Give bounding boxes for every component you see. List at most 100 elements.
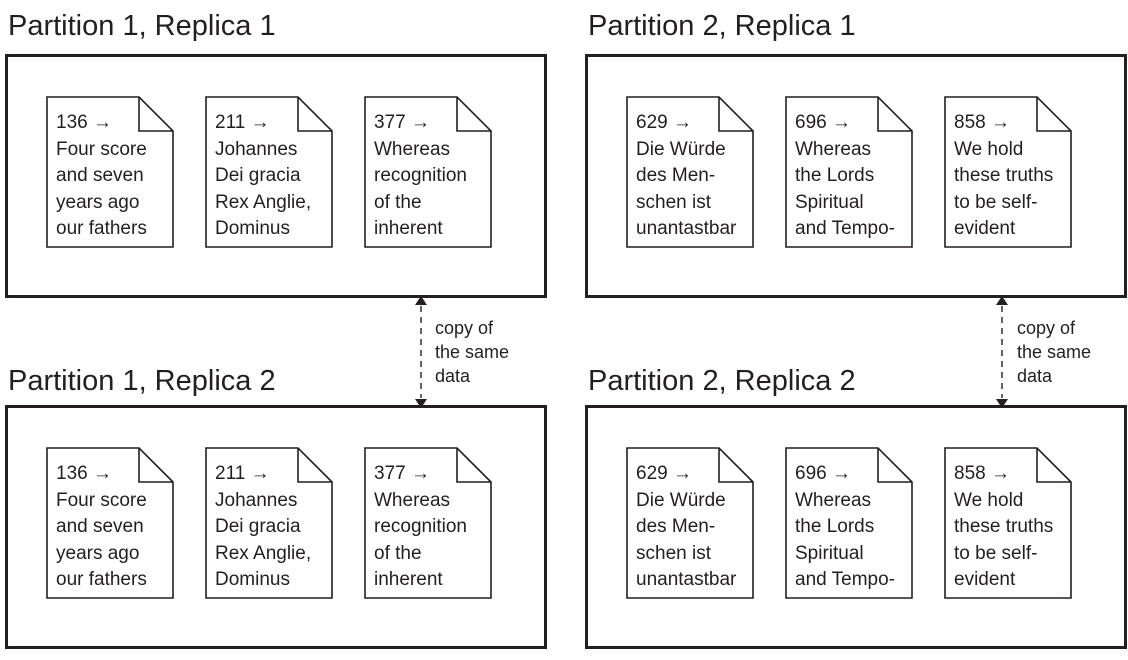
document-line: inherent [374,569,443,590]
document: 858 → We hold these truths to be self- e… [944,447,1072,599]
document-icon [364,96,492,248]
document: 136 → Four score and seven years ago our… [46,447,174,599]
document-icon [364,447,492,599]
document-line: Dei gracia [215,165,301,186]
document-line: of the [374,191,422,213]
document-line: evident [954,218,1016,239]
document-icon [46,447,174,599]
document-line: schen ist [636,191,711,213]
document: 136 → Four score and seven years ago our… [46,96,174,248]
replica-box: 136 → Four score and seven years ago our… [5,54,547,298]
document-key: 136 → [56,112,112,133]
document-line: the Lords [795,165,875,186]
document-line: to be self- [954,542,1038,564]
document-line: these truths [954,516,1054,537]
replica-box: 136 → Four score and seven years ago our… [5,405,547,649]
replica-title: Partition 1, Replica 2 [8,365,276,397]
copy-note-line: data [435,366,471,386]
document-line: recognition [374,516,467,537]
document-line: Dominus [215,569,290,590]
copy-arrow-icon [415,296,427,408]
document: 629 → Die Würde des Men- schen ist unant… [626,96,754,248]
document-line: des Men- [636,165,716,186]
document-line: evident [954,569,1016,590]
document-line: Four score [56,489,147,511]
document-key: 211 → [215,112,270,133]
document-line: and Tempo- [795,569,895,590]
document-icon [785,447,913,599]
document-line: Dominus [215,218,290,239]
document-line: schen ist [636,542,711,564]
document-line: inherent [374,218,443,239]
document-line: unantastbar [636,569,737,590]
document-key: 211 → [215,463,270,484]
document: 696 → Whereas the Lords Spiritual and Te… [785,96,913,248]
document: 211 → Johannes Dei gracia Rex Anglie, Do… [205,96,333,248]
replica-box: 629 → Die Würde des Men- schen ist unant… [585,405,1127,649]
document-line: Spiritual [795,542,864,564]
document-key: 696 → [795,463,851,484]
document-line: Spiritual [795,191,864,213]
copy-note-line: the same [435,342,510,362]
document: 211 → Johannes Dei gracia Rex Anglie, Do… [205,447,333,599]
document-icon [944,447,1072,599]
document-key: 136 → [56,463,112,484]
document-line: recognition [374,165,467,186]
document-icon [944,96,1072,248]
document-line: Whereas [795,138,872,160]
document-icon [626,96,754,248]
copy-note: copy of the same data [435,316,509,388]
document-icon [205,447,333,599]
document-line: years ago [56,542,140,564]
replica-box: 629 → Die Würde des Men- schen ist unant… [585,54,1127,298]
document-key: 377 → [374,112,430,133]
document-line: Johannes [215,489,298,511]
copy-note: copy of the same data [1017,316,1091,388]
document-line: We hold [954,489,1024,511]
document-line: years ago [56,191,140,213]
document-icon [46,96,174,248]
copy-note-line: copy of [435,318,494,338]
document-line: des Men- [636,516,716,537]
document-key: 696 → [795,112,851,133]
document-line: Rex Anglie, [215,542,312,564]
document: 629 → Die Würde des Men- schen ist unant… [626,447,754,599]
document-line: Four score [56,138,147,160]
document-line: these truths [954,165,1054,186]
document-line: Whereas [374,489,451,511]
document-line: Whereas [374,138,451,160]
document-key: 858 → [954,463,1010,484]
document-line: Johannes [215,138,298,160]
document-line: Die Würde [636,138,726,160]
document-line: Rex Anglie, [215,191,312,213]
copy-note-line: copy of [1017,318,1076,338]
replica-title: Partition 2, Replica 2 [588,365,856,397]
document: 858 → We hold these truths to be self- e… [944,96,1072,248]
document-icon [785,96,913,248]
document-line: Dei gracia [215,516,301,537]
document-icon [205,96,333,248]
document-line: and Tempo- [795,218,895,239]
document-line: of the [374,542,422,564]
document-line: and seven [56,516,144,537]
document: 696 → Whereas the Lords Spiritual and Te… [785,447,913,599]
document-key: 858 → [954,112,1010,133]
document-key: 629 → [636,112,692,133]
document-line: our fathers [56,218,147,239]
document: 377 → Whereas recognition of the inheren… [364,96,492,248]
copy-note-line: the same [1017,342,1092,362]
copy-arrow-icon [996,296,1008,408]
document-line: Die Würde [636,489,726,511]
document-key: 377 → [374,463,430,484]
document-line: unantastbar [636,218,737,239]
copy-note-line: data [1017,366,1053,386]
document-line: our fathers [56,569,147,590]
document-line: the Lords [795,516,875,537]
document-line: to be self- [954,191,1038,213]
replica-title: Partition 1, Replica 1 [8,10,276,42]
replica-title: Partition 2, Replica 1 [588,10,856,42]
document-line: and seven [56,165,144,186]
document-line: We hold [954,138,1024,160]
document-key: 629 → [636,463,692,484]
